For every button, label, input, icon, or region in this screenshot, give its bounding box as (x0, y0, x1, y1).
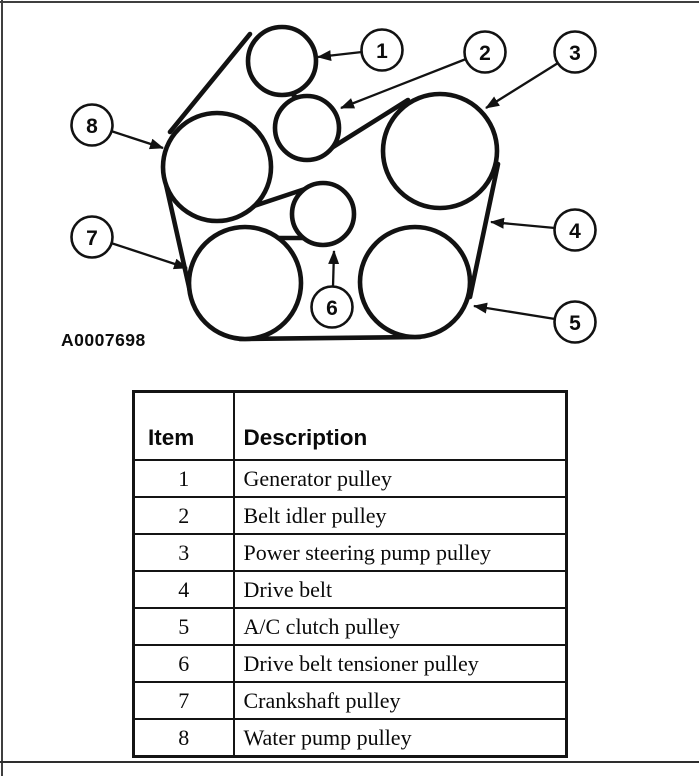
item-description: A/C clutch pulley (232, 607, 568, 646)
item-description: Drive belt (232, 570, 568, 609)
callout-8-circle (70, 103, 114, 147)
item-number: 1 (132, 459, 235, 498)
callout-7: 7 (70, 215, 114, 259)
callout-1-number: 1 (376, 40, 388, 63)
page-bottom-divider (0, 761, 699, 763)
table-row: 8 Water pump pulley (132, 718, 568, 758)
callout-arrows (110, 50, 559, 321)
table-row: 1 Generator pulley (132, 459, 568, 498)
item-description: Drive belt tensioner pulley (232, 644, 568, 683)
figure-code-label: A0007698 (61, 330, 146, 350)
callout-4-circle (553, 208, 597, 252)
arrow-7 (110, 241, 188, 270)
callout-4: 4 (553, 208, 597, 252)
drive-belt-segments (162, 31, 501, 342)
callout-2: 2 (463, 30, 507, 74)
table-row: 4 Drive belt (132, 570, 568, 609)
belt-segment-crankshaft-to-ac (237, 334, 423, 342)
item-number: 3 (132, 533, 235, 572)
callout-1: 1 (360, 28, 404, 72)
callout-5-circle (553, 300, 597, 344)
page-left-border (1, 0, 3, 776)
callout-4-number: 4 (569, 220, 581, 243)
callout-6-number: 6 (326, 297, 338, 320)
item-description: Crankshaft pulley (232, 681, 568, 720)
item-description: Belt idler pulley (232, 496, 568, 535)
belt-segment-waterpump-to-crankshaft (162, 177, 194, 299)
table-row: 6 Drive belt tensioner pulley (132, 644, 568, 683)
power-steering-pump-pulley-circle (380, 91, 500, 211)
callout-3: 3 (553, 30, 597, 74)
item-description: Water pump pulley (232, 718, 568, 758)
item-number: 7 (132, 681, 235, 720)
legend-header-row: Item Description (132, 390, 568, 461)
callout-1-circle (360, 28, 404, 72)
callout-7-circle (70, 215, 114, 259)
ac-clutch-pulley-circle (357, 224, 473, 340)
callout-3-circle (553, 30, 597, 74)
water-pump-pulley-circle (160, 110, 274, 224)
table-row: 7 Crankshaft pulley (132, 681, 568, 720)
callout-6: 6 (310, 285, 354, 329)
generator-pulley-circle (245, 24, 319, 98)
arrow-5 (473, 302, 556, 321)
arrow-4 (490, 217, 556, 230)
arrow-1 (317, 50, 363, 61)
callout-8-number: 8 (86, 115, 98, 138)
table-row: 2 Belt idler pulley (132, 496, 568, 535)
item-number: 4 (132, 570, 235, 609)
table-row: 3 Power steering pump pulley (132, 533, 568, 572)
description-column-header: Description (232, 390, 568, 461)
callout-5-number: 5 (569, 312, 581, 335)
belt-idler-pulley-circle (272, 93, 342, 163)
item-description: Power steering pump pulley (232, 533, 568, 572)
item-number: 2 (132, 496, 235, 535)
callout-8: 8 (70, 103, 114, 147)
legend-table: Item Description 1 Generator pulley 2 Be… (132, 390, 568, 758)
arrow-8 (110, 129, 164, 150)
drive-belt-routing-diagram: 1 2 3 4 5 6 7 (70, 24, 597, 344)
arrow-3 (485, 62, 559, 109)
item-number: 8 (132, 718, 235, 758)
belt-segment-ac-to-powersteering (467, 161, 501, 300)
callout-6-circle (310, 285, 354, 329)
table-row: 5 A/C clutch pulley (132, 607, 568, 646)
item-number: 5 (132, 607, 235, 646)
belt-segment-idler-to-powersteering (330, 97, 411, 150)
callout-7-number: 7 (86, 227, 98, 250)
crankshaft-pulley-circle (186, 224, 304, 342)
callout-3-number: 3 (569, 42, 581, 65)
arrow-2 (340, 57, 467, 110)
callout-2-number: 2 (479, 42, 491, 65)
item-description: Generator pulley (232, 459, 568, 498)
arrow-6 (328, 250, 340, 288)
tensioner-pulley-circle (289, 180, 357, 248)
callout-5: 5 (553, 300, 597, 344)
belt-segment-generator-to-waterpump (167, 31, 253, 135)
callout-balloons: 1 2 3 4 5 6 7 (70, 28, 597, 344)
callout-2-circle (463, 30, 507, 74)
item-number: 6 (132, 644, 235, 683)
page-top-border (0, 1, 699, 3)
item-column-header: Item (132, 390, 235, 461)
pulleys (160, 24, 500, 342)
